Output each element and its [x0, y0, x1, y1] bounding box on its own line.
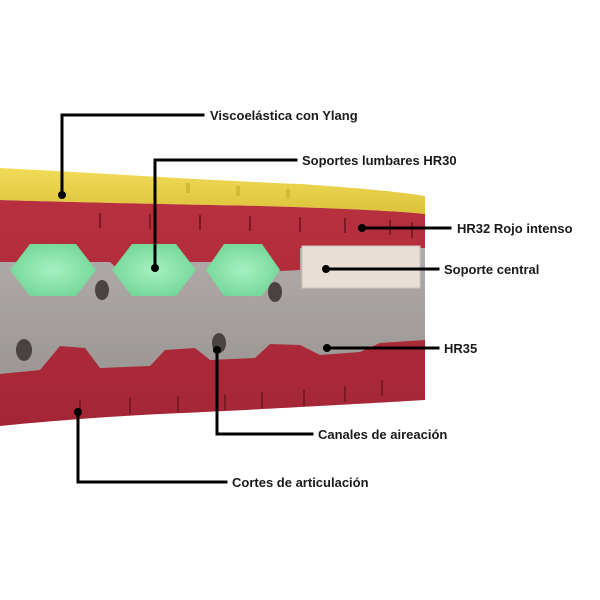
label-soporte-central: Soporte central: [444, 262, 539, 278]
label-canales: Canales de aireación: [318, 427, 447, 443]
aeration-hole-2: [268, 282, 282, 302]
label-hr35: HR35: [444, 341, 477, 357]
aeration-hole-3: [16, 339, 32, 361]
label-viscoelastica: Viscoelástica con Ylang: [210, 108, 358, 124]
central-support: [302, 246, 420, 288]
label-cortes: Cortes de articulación: [232, 475, 369, 491]
aeration-hole-1: [95, 280, 109, 300]
label-hr32: HR32 Rojo intenso: [457, 221, 573, 237]
leader-cortes: [78, 412, 226, 482]
lumbar-supports: [10, 244, 280, 296]
label-soportes-lumbares: Soportes lumbares HR30: [302, 153, 457, 169]
